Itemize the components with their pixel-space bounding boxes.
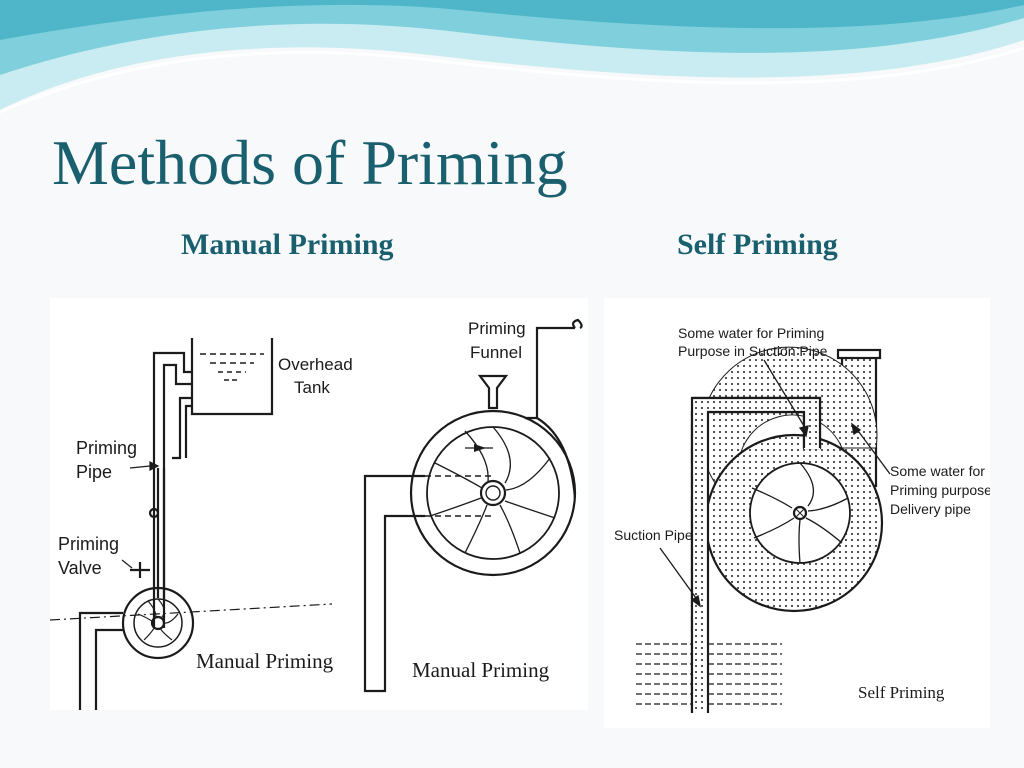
overhead-tank-label-line2: Tank [294, 378, 330, 397]
self-priming-arrows [659, 359, 891, 608]
header-wave-decoration [0, 0, 1024, 114]
suction-water-note-line2: Purpose in Suction Pipe [678, 343, 828, 359]
delivery-water-note-line3: Delivery pipe [890, 501, 971, 517]
priming-valve-label-line1: Priming [58, 534, 119, 554]
slide-title: Methods of Priming [52, 127, 568, 198]
overhead-tank-label-line1: Overhead [278, 355, 353, 374]
manual-priming-diagram: Overhead Tank Priming Pipe Priming Valve… [50, 298, 588, 710]
self-priming-heading: Self Priming [677, 228, 838, 261]
self-priming-diagram: Some water for Priming Purpose in Suctio… [604, 298, 990, 728]
priming-funnel-label-line2: Funnel [470, 343, 522, 362]
overhead-tank-figure [50, 338, 333, 710]
manual-priming-heading: Manual Priming [181, 228, 394, 261]
suction-water-note-line1: Some water for Priming [678, 325, 824, 341]
flow-arrow-icon [474, 444, 486, 452]
delivery-water-note-line1: Some water for [890, 463, 985, 479]
priming-pipe-label-line2: Pipe [76, 462, 112, 482]
figure1-arrows [121, 461, 160, 569]
suction-pipe-label: Suction Pipe [614, 527, 693, 543]
self-priming-figure [636, 346, 884, 713]
delivery-water-note-line2: Priming purpose in [890, 482, 990, 498]
figure1-caption: Manual Priming [196, 649, 334, 673]
priming-funnel-label-line1: Priming [468, 319, 526, 338]
priming-funnel-figure [363, 318, 583, 693]
tank-water-lines [200, 353, 264, 381]
figure2-caption: Manual Priming [412, 658, 550, 682]
figure3-caption: Self Priming [858, 683, 945, 702]
priming-pipe-label-line1: Priming [76, 438, 137, 458]
priming-valve-label-line2: Valve [58, 558, 102, 578]
